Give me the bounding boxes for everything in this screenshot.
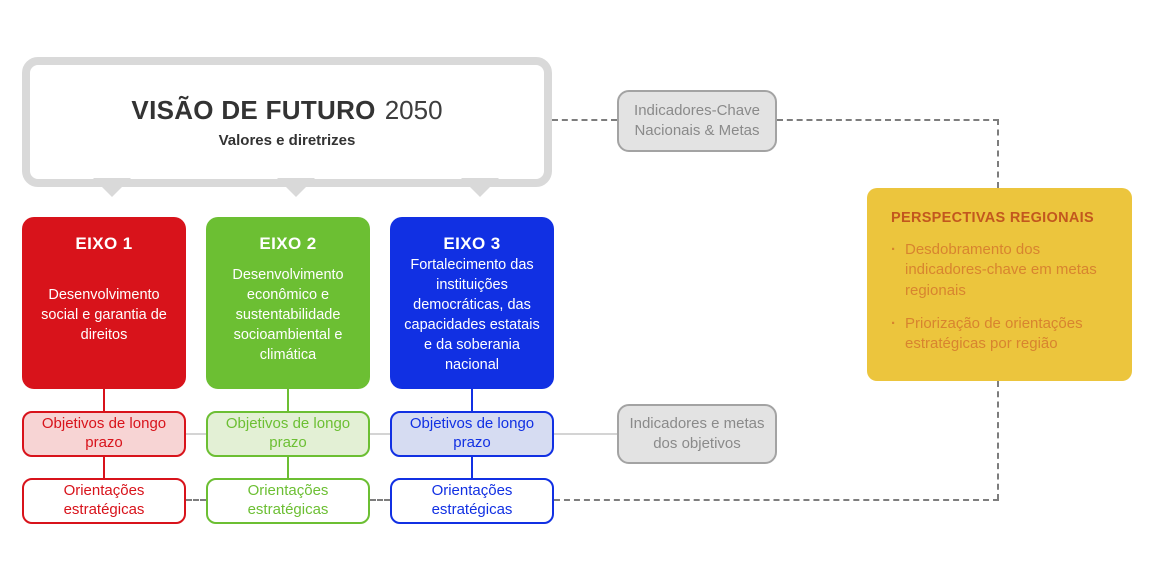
regional-perspectives-box: PERSPECTIVAS REGIONAIS Desdobramento dos… bbox=[867, 188, 1132, 381]
connector-axis1-objectives bbox=[103, 389, 105, 411]
connector-national-to-regional-dash-v bbox=[997, 119, 999, 188]
vision-pointer-axis1 bbox=[93, 178, 131, 197]
national-indicators-node: Indicadores-Chave Nacionais & Metas bbox=[617, 90, 777, 152]
axis-title: EIXO 3 bbox=[443, 234, 501, 253]
connector-objectives-1-2 bbox=[186, 433, 206, 435]
regional-item: Priorização de orientações estratégicas … bbox=[891, 314, 1112, 355]
connector-vision-to-national-dash bbox=[552, 119, 617, 121]
connector-axis2-strategies bbox=[287, 457, 289, 478]
strategies-box-eixo-3: Orientações estratégicas bbox=[390, 478, 554, 524]
connector-strategies-2-3-dash bbox=[370, 499, 390, 501]
axis-description: Fortalecimento das instituições democrát… bbox=[404, 256, 540, 373]
objectives-box-eixo-3: Objetivos de longo prazo bbox=[390, 411, 554, 457]
axis-title: EIXO 2 bbox=[259, 234, 317, 253]
connector-strategies-1-2-dash bbox=[186, 499, 206, 501]
vision-pointer-axis2 bbox=[277, 178, 315, 197]
vision-pointer-axis3 bbox=[461, 178, 499, 197]
connector-axis3-objectives bbox=[471, 389, 473, 411]
vision-title-row: VISÃO DE FUTURO 2050 bbox=[131, 95, 442, 126]
axis-title: EIXO 1 bbox=[75, 234, 133, 253]
vision-year: 2050 bbox=[384, 95, 443, 125]
strategies-box-eixo-1: Orientações estratégicas bbox=[22, 478, 186, 524]
connector-national-to-regional-dash-h bbox=[777, 119, 999, 121]
regional-item: Desdobramento dos indicadores-chave em m… bbox=[891, 240, 1112, 301]
vision-title: VISÃO DE FUTURO bbox=[131, 95, 376, 125]
regional-perspectives-title: PERSPECTIVAS REGIONAIS bbox=[891, 210, 1094, 226]
connector-objectives-2-3 bbox=[370, 433, 390, 435]
strategies-box-eixo-2: Orientações estratégicas bbox=[206, 478, 370, 524]
connector-regional-to-strategies-dash-v bbox=[997, 381, 999, 500]
objectives-box-eixo-2: Objetivos de longo prazo bbox=[206, 411, 370, 457]
axis-box-eixo-2: EIXO 2 Desenvolvimento econômico e suste… bbox=[206, 217, 370, 389]
connector-axis3-strategies bbox=[471, 457, 473, 478]
connector-axis1-strategies bbox=[103, 457, 105, 478]
connector-axis2-objectives bbox=[287, 389, 289, 411]
connector-strategies-to-regional-dash-h bbox=[554, 499, 999, 501]
axis-box-eixo-1: EIXO 1 Desenvolvimento social e garantia… bbox=[22, 217, 186, 389]
axis-box-eixo-3: EIXO 3 Fortalecimento das instituições d… bbox=[390, 217, 554, 389]
objective-indicators-node: Indicadores e metas dos objetivos bbox=[617, 404, 777, 464]
axis-description: Desenvolvimento econômico e sustentabili… bbox=[232, 266, 344, 363]
axis-description: Desenvolvimento social e garantia de dir… bbox=[41, 286, 167, 343]
vision-subtitle: Valores e diretrizes bbox=[218, 132, 356, 149]
vision-box: VISÃO DE FUTURO 2050 Valores e diretrize… bbox=[22, 57, 552, 197]
objectives-box-eixo-1: Objetivos de longo prazo bbox=[22, 411, 186, 457]
connector-objectives-to-indicators bbox=[554, 433, 617, 435]
